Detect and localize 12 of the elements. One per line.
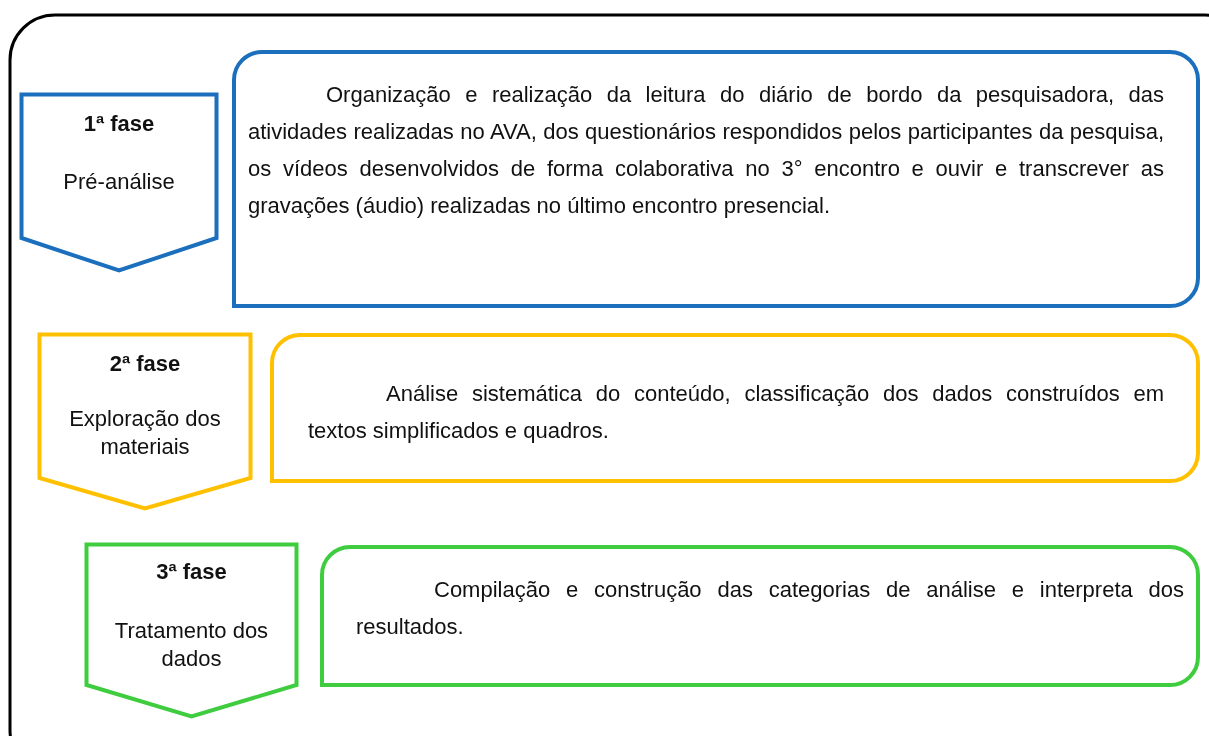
text-box [320, 545, 1200, 687]
phase-title: 1ª fase [82, 111, 156, 137]
text-box [270, 333, 1200, 483]
phase-title: 2ª fase [108, 351, 182, 377]
phase-name: Exploração dos materiais [68, 405, 222, 461]
description-text: Análise sistemática do conteúdo, classificação dos dados construídos em textos simplificados e quadros. [308, 380, 1164, 445]
phase-title: 3ª fase [155, 559, 228, 585]
text-box [232, 50, 1200, 308]
description-text: Compilação e construção das categorias de análise e interpreta dos resultados. [356, 576, 1184, 641]
description-text: Organização e realização da leitura do diário de bordo da pesquisadora, das atividades realizadas no AVA, dos questionários respondidos pelos participantes da pesquisa, os vídeos desenvolvidos de forma colaborativa no 3° encontro e ouvir e transcrever as gravações (áudio) realizadas no último encontro presencial. [248, 81, 1164, 220]
phase-name: Tratamento dos dados [113, 617, 270, 673]
phase-name: Pré-análise [62, 168, 176, 196]
